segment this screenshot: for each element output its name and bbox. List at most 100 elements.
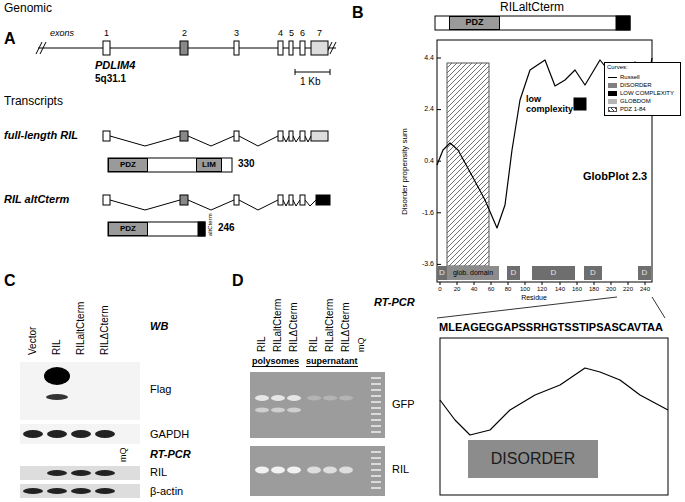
gene-map [295,69,330,75]
polysome-gel [271,395,285,401]
lane-label: RILΔCterm [288,303,300,352]
axis-tick: 100 [520,286,530,293]
panel-letter: A [4,30,16,48]
exon-number: 1 [104,28,109,38]
western-blot [44,367,70,385]
polysome-gel [250,372,385,438]
lane-label: RILaltCterm [75,302,87,355]
western-blot [23,430,43,438]
lane-label: RILaltCterm [272,299,284,352]
locus-label: 5q31.1 [95,73,126,85]
gene-map [300,41,305,55]
protein-name: RILaltCterm [500,1,564,15]
transcript-altcterm [103,195,330,236]
box-text: PDZ [466,18,484,28]
globplot [437,297,665,318]
axis-tick: -3.6 [422,260,434,268]
globplot [616,16,630,30]
lane-label: RILΔCterm [99,306,111,355]
transcript-full [289,131,293,141]
disorder-box: D [532,266,575,280]
transcript-altcterm [103,195,110,205]
legend-row: GLOBDOM [608,97,678,105]
axis-tick: -1.6 [422,209,434,217]
axis-tick: 60 [488,286,495,293]
box-text: D [551,269,557,278]
globular-domain-box: glob. domain [447,266,499,280]
polysome-gel [287,395,301,401]
box-text: PDZ [120,161,136,170]
box-text: LIM [202,161,216,170]
axis-tick: 240 [640,286,650,293]
axis-tick: 180 [589,286,599,293]
blot-label: RIL [150,466,167,479]
disorder-box: D [638,266,651,280]
axis-tick: 200 [606,286,616,293]
domain-box: PDZ [108,158,148,172]
western-blot [20,424,140,444]
western-blot [47,430,67,438]
axis-tick: 4.4 [424,54,434,62]
rt-pcr-gel [20,466,140,498]
sequence: MLEAGEGGAPSSRHGTSSTIPSASCAVTAA [439,321,663,334]
legend-text: DISORDER [620,81,652,89]
polysome-gel [255,395,269,401]
lane-label: mQ [118,448,128,463]
legend-text: GLOBDOM [620,97,651,105]
axis-title: Residue [521,294,547,302]
globplot [440,282,645,285]
transcript-altcterm [198,222,205,236]
axis-tick: 40 [471,286,478,293]
length-label: 246 [218,222,235,234]
legend-swatch [608,77,617,78]
transcript-altcterm [110,200,316,210]
exon-number: 4 [278,28,283,38]
transcript-altcterm [234,195,239,205]
axis-tick: 160 [572,286,582,293]
polysome-gel [287,408,301,413]
transcript-name: RIL altCterm [4,193,69,206]
axis-tick: 0.4 [424,157,434,165]
globplot [440,338,668,495]
gene-map [180,41,188,55]
globplot [447,63,489,266]
legend-swatch [608,91,617,96]
axis-tick: 220 [623,286,633,293]
western-blot [20,362,140,444]
exon-number: 3 [234,28,239,38]
transcript-altcterm [278,195,283,205]
transcript-altcterm [316,195,330,205]
box-text: D [590,269,596,278]
exon-number: 6 [300,28,305,38]
polysome-gel [323,467,337,474]
axis-tick: 2.4 [424,105,434,113]
legend-text: Russell [620,73,640,81]
box-text: D [642,269,648,278]
axis-tick: 140 [555,286,565,293]
rt-pcr-gel [23,488,43,494]
transcript-altcterm [300,195,305,205]
rt-pcr-gel [47,488,67,494]
blot-label: β-actin [150,485,183,498]
rt-pcr-gel [95,470,115,476]
globplot [574,98,586,110]
polysome-gel [339,396,353,401]
transcript-full [311,131,328,141]
axis-tick: 20 [454,286,461,293]
axis-tick: 120 [537,286,547,293]
polysome-gel [255,408,269,413]
legend-swatch [608,99,617,104]
method-label: RT-PCR [374,296,415,309]
gene-map [278,41,283,55]
legend-row: PDZ 1-84 [608,105,678,113]
axis-title: Disorder propensity sum [400,128,409,215]
polysome-gel [255,467,269,474]
transcript-full [278,131,283,141]
axis-tick: 0 [438,286,441,293]
legend-swatch [608,83,617,88]
exon-number: 5 [289,28,294,38]
globplot [440,368,668,435]
lane-label: RIL [308,336,320,352]
blot-label: Flag [150,383,171,396]
legend-swatch [608,107,617,112]
